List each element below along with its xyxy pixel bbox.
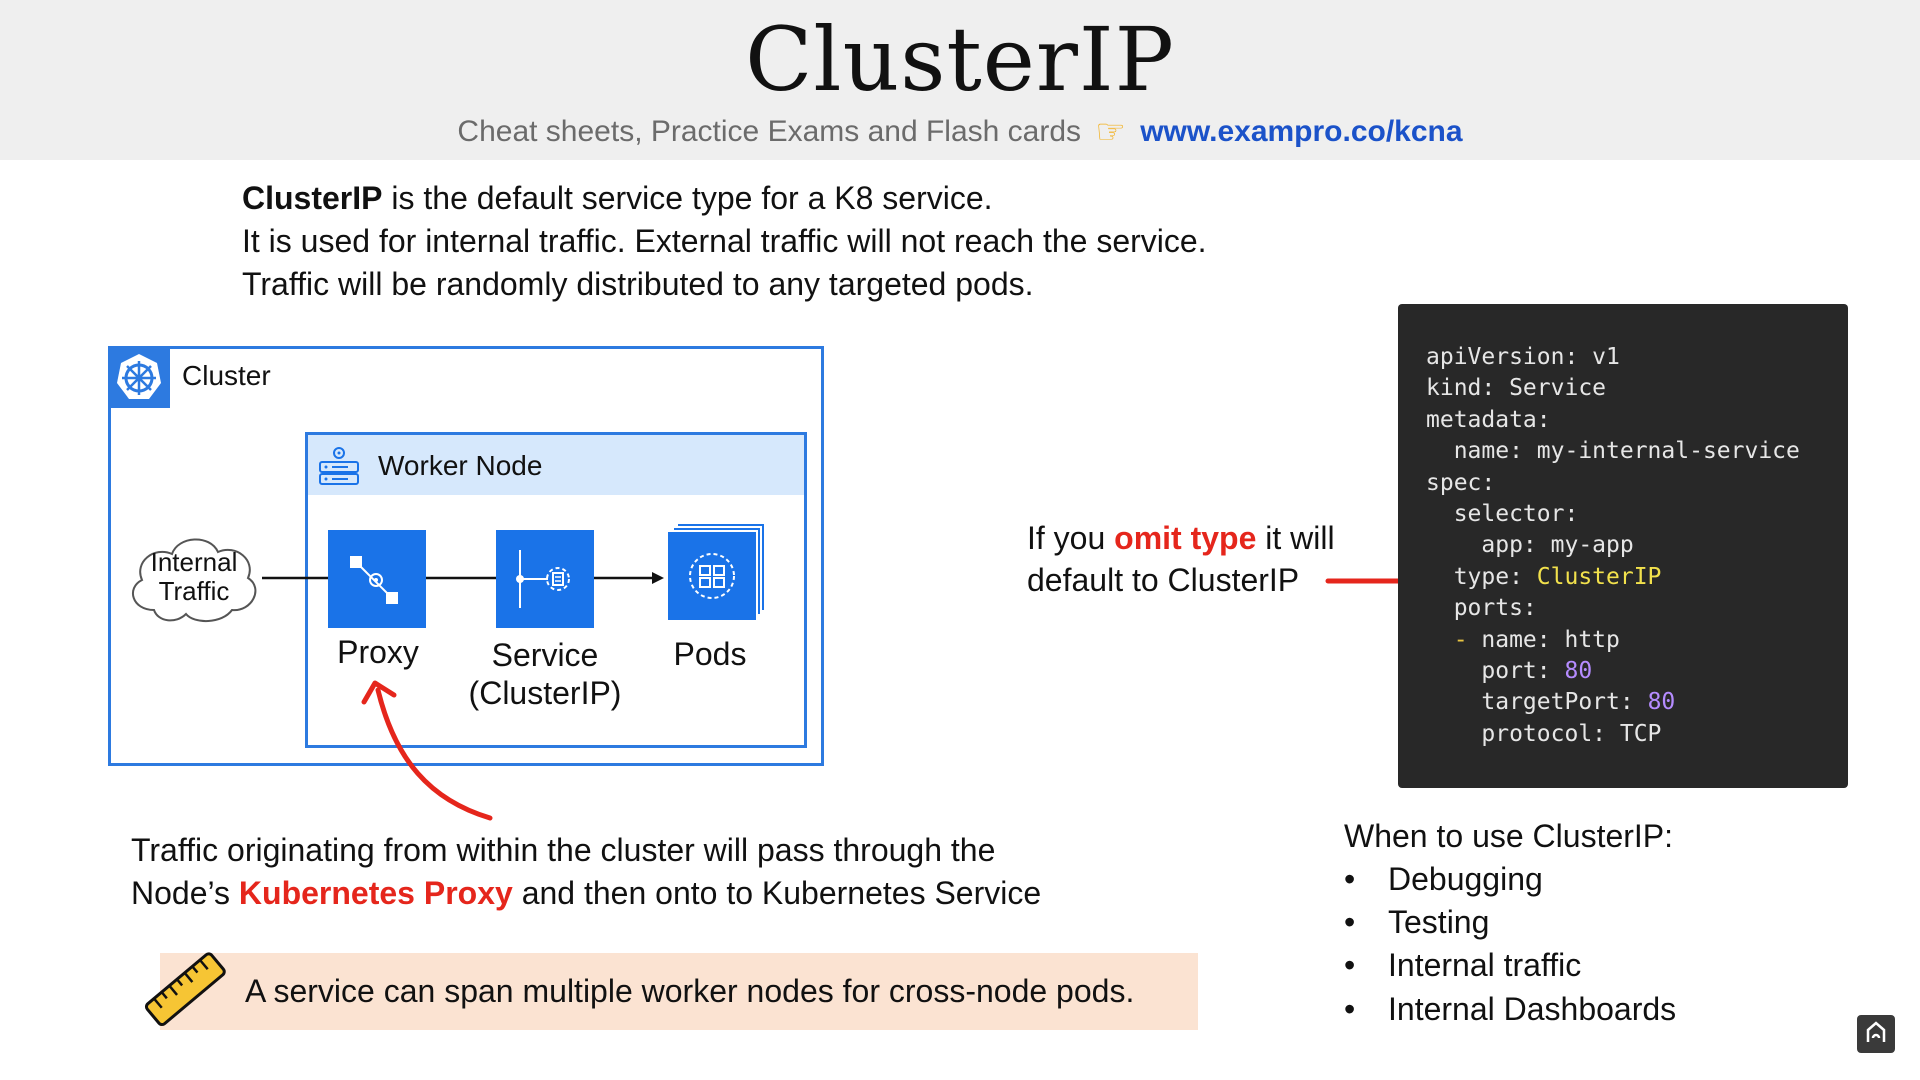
internal-traffic-label: Internal Traffic [128,548,260,606]
intro-bold-term: ClusterIP [242,180,383,216]
yaml-code-block: apiVersion: v1 kind: Service metadata: n… [1398,304,1848,788]
service-label-line-2: (ClusterIP) [468,675,622,711]
cloud-label-line-1: Internal [150,547,238,577]
cloud-label-line-2: Traffic [158,576,230,606]
yaml-line-2: kind: Service [1426,375,1607,402]
yaml-line-12-key: targetPort: [1426,689,1648,716]
proxy-callout-arrow [375,687,493,821]
yaml-line-3: metadata: [1426,406,1551,433]
omit-type-note-line-2: default to ClusterIP [1027,562,1300,598]
yaml-code: apiVersion: v1 kind: Service metadata: n… [1426,342,1800,750]
omit-type-note-line-1: If you omit type it will [1027,520,1335,557]
service-label-line-1: Service [491,637,599,673]
intro-line-1: ClusterIP is the default service type fo… [242,180,993,217]
cluster-label: Cluster [182,360,271,391]
yaml-line-13: protocol: TCP [1426,720,1662,747]
channel-logo-icon[interactable] [1856,1014,1896,1054]
ruler-icon [140,944,232,1036]
header-band [0,0,1920,160]
service-to-pods-arrowhead [652,572,664,584]
yaml-line-4: name: my-internal-service [1426,438,1800,465]
proxy-note-suffix: and then onto to Kubernetes Service [512,875,1042,911]
subtitle: Cheat sheets, Practice Exams and Flash c… [0,112,1920,152]
service-label: Service (ClusterIP) [440,636,650,712]
worker-node-box [305,432,807,748]
page-title: ClusterIP [745,8,1175,111]
subtitle-text: Cheat sheets, Practice Exams and Flash c… [457,115,1082,148]
intro-line-1-rest: is the default service type for a K8 ser… [382,180,993,216]
kubernetes-proxy-highlight: Kubernetes Proxy [238,875,513,911]
when-item-testing: •Testing [1344,904,1490,940]
worker-node-icon [318,444,360,486]
proxy-note-line-2: Node’s Kubernetes Proxy and then onto to… [131,875,1041,912]
yaml-line-10-rest: name: http [1481,626,1620,653]
when-item-label: Internal traffic [1388,947,1582,983]
service-icon [496,530,594,628]
intro-line-2: It is used for internal traffic. Externa… [242,223,1207,259]
cloud-icon [124,522,264,628]
yaml-list-dash: - [1426,626,1482,653]
yaml-type-value: ClusterIP [1536,563,1662,590]
tip-text: A service can span multiple worker nodes… [245,973,1135,1009]
when-item-label: Debugging [1388,861,1543,897]
pointing-hand-icon: ☞ [1095,113,1126,151]
kubernetes-helm-icon [108,346,170,408]
proxy-callout-arrowhead [361,680,397,705]
proxy-label: Proxy [337,634,419,670]
yaml-line-8-key: type: [1426,563,1537,590]
when-item-debugging: •Debugging [1344,861,1543,897]
yaml-port-value: 80 [1564,658,1593,685]
pods-label: Pods [673,636,747,672]
yaml-target-port-value: 80 [1647,689,1676,716]
pods-icon [666,530,758,622]
yaml-line-9: ports: [1426,595,1537,622]
when-item-label: Testing [1388,904,1490,940]
yaml-line-1: apiVersion: v1 [1426,344,1620,370]
tip-box [160,953,1198,1030]
when-item-internal-traffic: •Internal traffic [1344,947,1582,983]
worker-node-label: Worker Node [378,450,543,481]
yaml-line-5: spec: [1426,469,1496,496]
yaml-line-7: app: my-app [1426,532,1634,559]
when-item-label: Internal Dashboards [1388,991,1677,1027]
omit-prefix: If you [1027,520,1115,556]
yaml-line-6: selector: [1426,501,1579,528]
yaml-line-11-key: port: [1426,658,1565,685]
when-to-use-title: When to use ClusterIP: [1344,818,1674,854]
proxy-icon [328,530,426,628]
exampro-link[interactable]: www.exampro.co/kcna [1140,115,1463,148]
intro-line-3: Traffic will be randomly distributed to … [242,266,1034,302]
cluster-box [108,346,824,766]
omit-type-highlight: omit type [1114,520,1257,556]
proxy-note-line-1: Traffic originating from within the clus… [131,832,996,868]
worker-node-header [308,435,804,495]
when-item-internal-dashboards: •Internal Dashboards [1344,991,1677,1027]
omit-suffix: it will [1256,520,1335,556]
proxy-note-prefix: Node’s [131,875,239,911]
